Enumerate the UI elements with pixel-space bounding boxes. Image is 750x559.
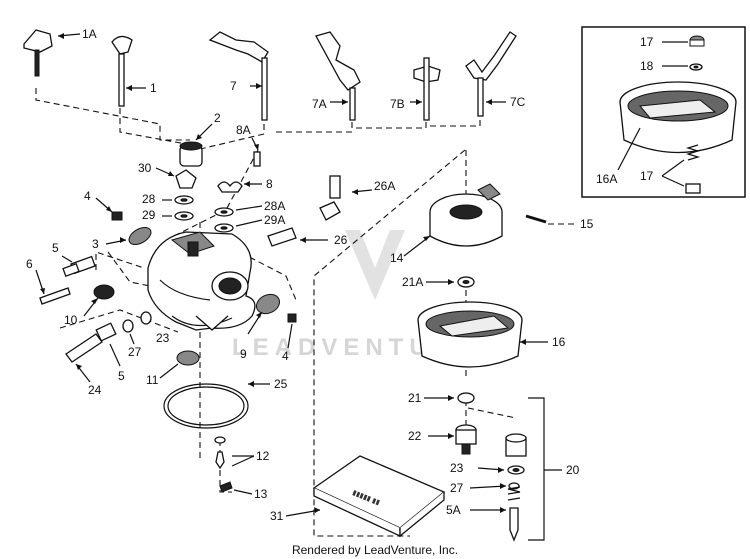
footer-credit: Rendered by LeadVenture, Inc. [291, 543, 459, 557]
callout-25: 25 [274, 377, 288, 391]
callout-15: 15 [580, 217, 594, 231]
callout-21a: 21A [402, 275, 423, 289]
callout-9: 9 [240, 347, 247, 361]
carburetor-body: 9 4 [147, 231, 297, 363]
callout-1a: 1A [82, 27, 97, 41]
callout-23-left: 23 [156, 331, 170, 345]
levers-row: 1A 1 7 7A 7B 7C [23, 27, 526, 121]
callout-27-right: 27 [450, 481, 464, 495]
callout-29: 29 [142, 208, 156, 222]
callout-26: 26 [334, 233, 348, 247]
callout-12: 12 [256, 449, 270, 463]
primer-and-bowl: 26A 26 14 15 21A 16 [267, 175, 594, 542]
callout-18: 18 [640, 59, 654, 73]
callout-8: 8 [266, 177, 273, 191]
callout-4-bottom: 4 [282, 349, 289, 363]
callout-10: 10 [64, 313, 78, 327]
callout-28: 28 [142, 192, 156, 206]
callout-6: 6 [26, 257, 33, 271]
callout-27-left: 27 [128, 345, 142, 359]
callout-5-bottom: 5 [118, 369, 125, 383]
callout-26a: 26A [374, 179, 395, 193]
callout-7c: 7C [510, 95, 526, 109]
callout-7: 7 [230, 79, 237, 93]
callout-17-top: 17 [640, 35, 654, 49]
callout-21: 21 [408, 391, 422, 405]
callout-30: 30 [138, 161, 152, 175]
callout-17-bottom: 17 [640, 169, 654, 183]
callout-24: 24 [88, 383, 102, 397]
callout-2: 2 [214, 111, 221, 125]
callout-7a: 7A [312, 97, 327, 111]
callout-14: 14 [390, 251, 404, 265]
callout-20: 20 [566, 463, 580, 477]
callout-8a: 8A [236, 123, 251, 137]
callout-5a: 5A [446, 503, 461, 517]
callout-13: 13 [254, 487, 268, 501]
callout-23-right: 23 [450, 461, 464, 475]
callout-29a: 29A [264, 213, 285, 227]
callout-5-top: 5 [52, 241, 59, 255]
callout-16a: 16A [596, 172, 617, 186]
callout-1: 1 [150, 81, 157, 95]
callout-3: 3 [92, 237, 99, 251]
callout-31: 31 [270, 509, 284, 523]
callout-22: 22 [408, 429, 422, 443]
carburetor-small-parts: 2 8A 30 8 28 29 28A 29A [26, 111, 446, 538]
callout-11: 11 [146, 373, 159, 387]
callout-28a: 28A [264, 199, 285, 213]
callout-7b: 7B [390, 97, 405, 111]
callout-16: 16 [552, 335, 566, 349]
callout-4-top: 4 [84, 189, 91, 203]
inset-float-box: 17 18 16A 17 [581, 26, 746, 198]
